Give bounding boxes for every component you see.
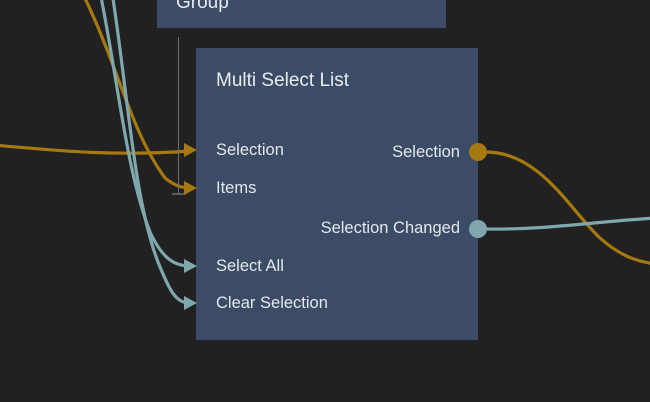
input-port-items-label[interactable]: Items — [216, 179, 257, 197]
output-connector-selection-dot[interactable] — [469, 143, 487, 161]
output-port-selection-label[interactable]: Selection — [392, 143, 460, 161]
output-connector-selection-changed-dot[interactable] — [469, 220, 487, 238]
wire-in-select-all — [99, 0, 191, 268]
input-port-select-all-label[interactable]: Select All — [216, 257, 284, 275]
wire-in-selection — [0, 143, 191, 155]
node-title: Multi Select List — [216, 70, 350, 91]
output-port-selection-changed-label[interactable]: Selection Changed — [320, 219, 460, 237]
group-guide-tick — [172, 193, 185, 195]
node-group[interactable]: Group — [157, 0, 446, 28]
input-port-clear-selection-label[interactable]: Clear Selection — [216, 294, 328, 312]
wire-out-selection — [485, 150, 650, 265]
node-multi-select-list[interactable]: Multi Select List Selection Items Select… — [196, 48, 478, 340]
group-guide-line — [178, 37, 179, 195]
node-group-title: Group — [176, 0, 229, 13]
input-connector-items-arrow-icon[interactable] — [184, 181, 197, 195]
input-connector-clear-selection-arrow-icon[interactable] — [184, 296, 197, 310]
input-connector-select-all-arrow-icon[interactable] — [184, 259, 197, 273]
input-port-selection-label[interactable]: Selection — [216, 141, 284, 159]
wire-in-items — [84, 0, 193, 190]
input-connector-selection-arrow-icon[interactable] — [184, 143, 197, 157]
wire-out-selection-changed — [485, 216, 650, 231]
